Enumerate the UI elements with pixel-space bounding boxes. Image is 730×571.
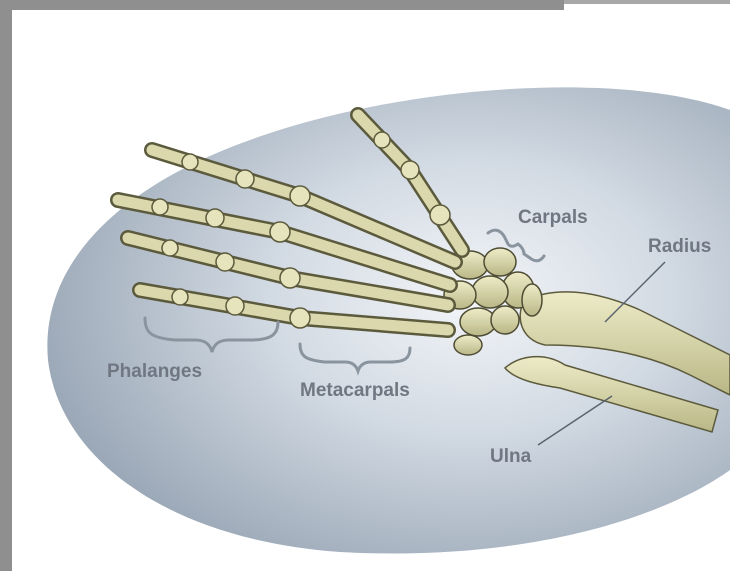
label-metacarpals: Metacarpals xyxy=(300,380,410,402)
label-ulna: Ulna xyxy=(490,446,531,468)
label-phalanges: Phalanges xyxy=(107,361,202,383)
label-carpals: Carpals xyxy=(518,207,588,229)
label-radius: Radius xyxy=(648,236,711,258)
